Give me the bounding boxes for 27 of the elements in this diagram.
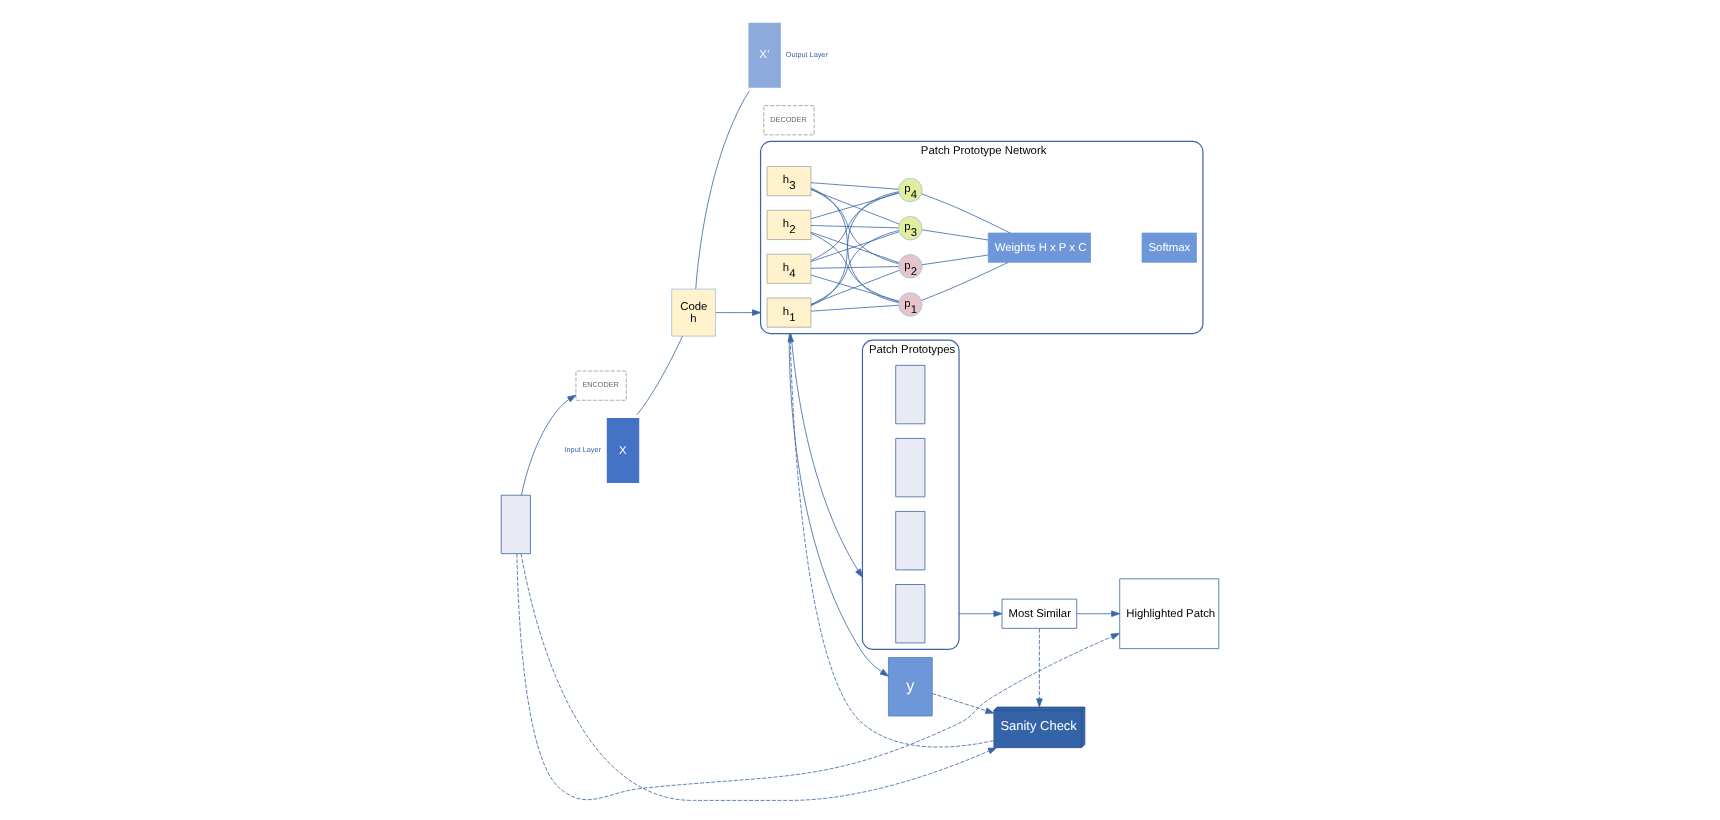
arrow [715,309,761,316]
connector [695,90,750,290]
connector [636,335,683,416]
node-box [895,364,926,425]
arrow [1076,610,1121,617]
arrow [790,333,863,578]
connector [921,193,1011,234]
connector [921,262,1009,301]
connector [810,182,899,190]
node-box [895,438,926,498]
connector [921,229,989,241]
arrow [788,333,889,677]
arrow [1036,628,1043,708]
arrow [932,693,995,714]
node-box [895,511,926,571]
node-box [895,584,926,644]
node-box: y [888,657,933,717]
arrow [521,394,577,496]
connector [921,254,989,266]
arrow [958,610,1003,617]
connector [810,225,899,229]
arrow [516,553,1120,801]
node-box [500,494,531,555]
connector [810,304,899,312]
connector [810,266,899,269]
arrow [520,553,997,801]
arrow [787,333,994,748]
